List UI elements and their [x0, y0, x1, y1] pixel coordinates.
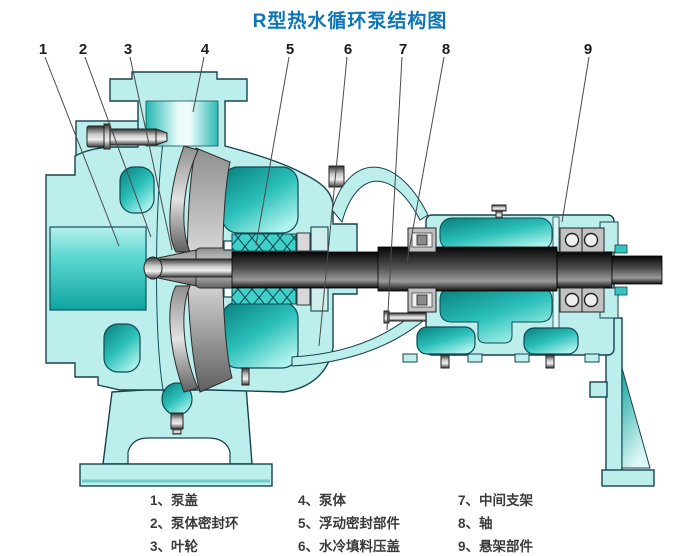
impeller-nut [143, 256, 163, 280]
legend-item: 9、悬架部件 [458, 539, 534, 554]
oil-chamber-upper [439, 217, 553, 251]
breather-plug [491, 204, 507, 212]
legend-item: 3、叶轮 [150, 539, 199, 554]
shaft-end [611, 255, 663, 285]
bracket-stud-bolt [387, 312, 427, 322]
volute-channels [103, 166, 299, 373]
callout-9: 9 [584, 41, 592, 58]
floating-seal-packing [231, 232, 311, 306]
oil-sump-right [523, 327, 579, 355]
legend-column-2: 4、泵体 5、浮动密封部件 6、水冷填料压盖 [298, 489, 400, 556]
legend-column-3: 7、中间支架 8、轴 9、悬架部件 [458, 489, 533, 556]
suction-inlet-bore [49, 226, 147, 311]
roller-bearing [407, 227, 437, 313]
callout-1: 1 [39, 41, 47, 58]
legend-item: 1、泵盖 [150, 493, 199, 508]
sump-drain-stud [440, 354, 450, 369]
legend-item: 8、轴 [458, 516, 493, 531]
callout-4: 4 [201, 41, 210, 58]
legend-item: 5、浮动密封部件 [298, 516, 401, 531]
shaft [231, 246, 663, 292]
callout-8: 8 [442, 41, 450, 58]
legend-item: 6、水冷填料压盖 [298, 539, 401, 554]
legend-column-1: 1、泵盖 2、泵体密封环 3、叶轮 [150, 489, 239, 556]
impeller [143, 145, 237, 393]
legend-item: 2、泵体密封环 [150, 516, 239, 531]
leg-gusset [621, 367, 651, 469]
legend-item: 7、中间支架 [458, 493, 534, 508]
sump-drain-stud [545, 354, 555, 369]
legend-item: 4、泵体 [298, 493, 347, 508]
callouts: 1 2 3 4 5 6 7 8 9 [39, 41, 592, 347]
casing-bolt [86, 123, 168, 150]
callout-2: 2 [79, 41, 87, 58]
shaft-stub [159, 258, 235, 278]
oil-sump-left [416, 326, 476, 355]
support-leg-right [589, 317, 655, 487]
callout-5: 5 [286, 41, 294, 58]
ball-bearing [559, 227, 605, 313]
callout-7: 7 [399, 41, 407, 58]
figure-title: R型热水循环泵结构图 [252, 11, 448, 32]
packing-gland [310, 165, 345, 312]
callout-6: 6 [344, 41, 352, 58]
callout-3: 3 [124, 41, 132, 58]
oil-chamber-lower [439, 287, 553, 344]
